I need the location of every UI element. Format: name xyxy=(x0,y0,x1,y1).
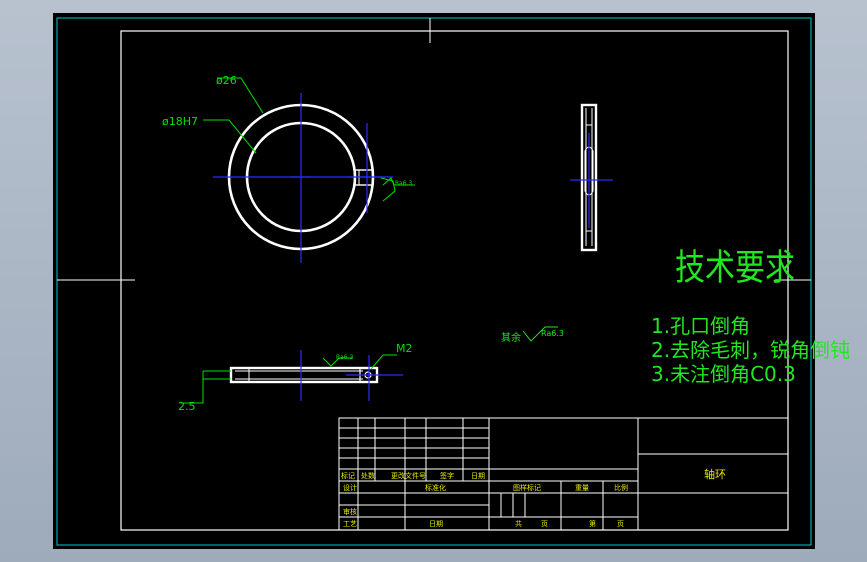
title-block-text: 轴环 标记 处数 更改文件号 签字 日期 设计 标准化 审核 工艺 日期 图样标… xyxy=(341,467,726,528)
mid-label-scale: 比例 xyxy=(614,483,628,492)
roughness-top: Ra6.3 xyxy=(336,354,353,361)
part-name: 轴环 xyxy=(704,467,726,481)
front-dimensions xyxy=(203,77,415,202)
dim-thickness: 2.5 xyxy=(178,400,196,413)
row-label-signature: 签字 xyxy=(440,471,454,480)
ring-side-view xyxy=(570,103,613,252)
title-block xyxy=(338,417,789,531)
row-label-change-doc: 更改文件号 xyxy=(391,471,426,480)
tech-requirement-2: 2.去除毛刺，锐角倒钝 xyxy=(651,338,850,362)
ring-top-view xyxy=(229,350,403,401)
mid-label-weight: 重量 xyxy=(575,484,589,492)
bottom-label-pages: 页 xyxy=(541,520,548,528)
surface-note-value: Ra6.3 xyxy=(541,329,564,338)
dim-thread: M2 xyxy=(396,342,413,355)
tech-requirement-1: 1.孔口倒角 xyxy=(651,314,750,338)
roughness-front: Ra6.3 xyxy=(395,180,412,187)
ring-front-view xyxy=(213,93,393,263)
bottom-label-sheet-page: 页 xyxy=(617,520,624,528)
row-label-date: 日期 xyxy=(471,472,485,480)
top-dimensions xyxy=(181,354,397,404)
sheet-outer-border xyxy=(56,17,812,546)
left-label-standard: 标准化 xyxy=(425,483,446,492)
left-label-process: 工艺 xyxy=(343,520,357,528)
row-label-count: 处数 xyxy=(361,471,375,480)
surface-note-label: 其余 xyxy=(501,331,521,344)
surface-finish-note: 其余 Ra6.3 xyxy=(501,326,564,344)
dim-outer-diameter: ø26 xyxy=(216,74,237,87)
tech-requirements: 技术要求 1.孔口倒角 2.去除毛刺，锐角倒钝 3.未注倒角C0.3 xyxy=(651,246,850,386)
mid-label-drawing-mark: 图样标记 xyxy=(513,483,541,492)
drawing-viewport[interactable]: ø26 ø18H7 Ra6.3 M2 2.5 Ra6.3 其余 Ra xyxy=(53,13,850,549)
left-label-review: 审核 xyxy=(343,507,357,516)
bottom-label-sheet: 第 xyxy=(589,519,596,528)
tech-requirements-title: 技术要求 xyxy=(675,246,795,288)
left-label-design: 设计 xyxy=(343,483,357,492)
bottom-label-total: 共 xyxy=(515,519,522,528)
tech-requirement-3: 3.未注倒角C0.3 xyxy=(651,362,796,386)
cad-drawing: ø26 ø18H7 Ra6.3 M2 2.5 Ra6.3 其余 Ra xyxy=(56,17,850,546)
dim-inner-diameter: ø18H7 xyxy=(162,115,198,128)
row-label-mark: 标记 xyxy=(341,471,355,480)
centering-marks xyxy=(57,18,811,281)
left-label-date: 日期 xyxy=(429,520,443,528)
